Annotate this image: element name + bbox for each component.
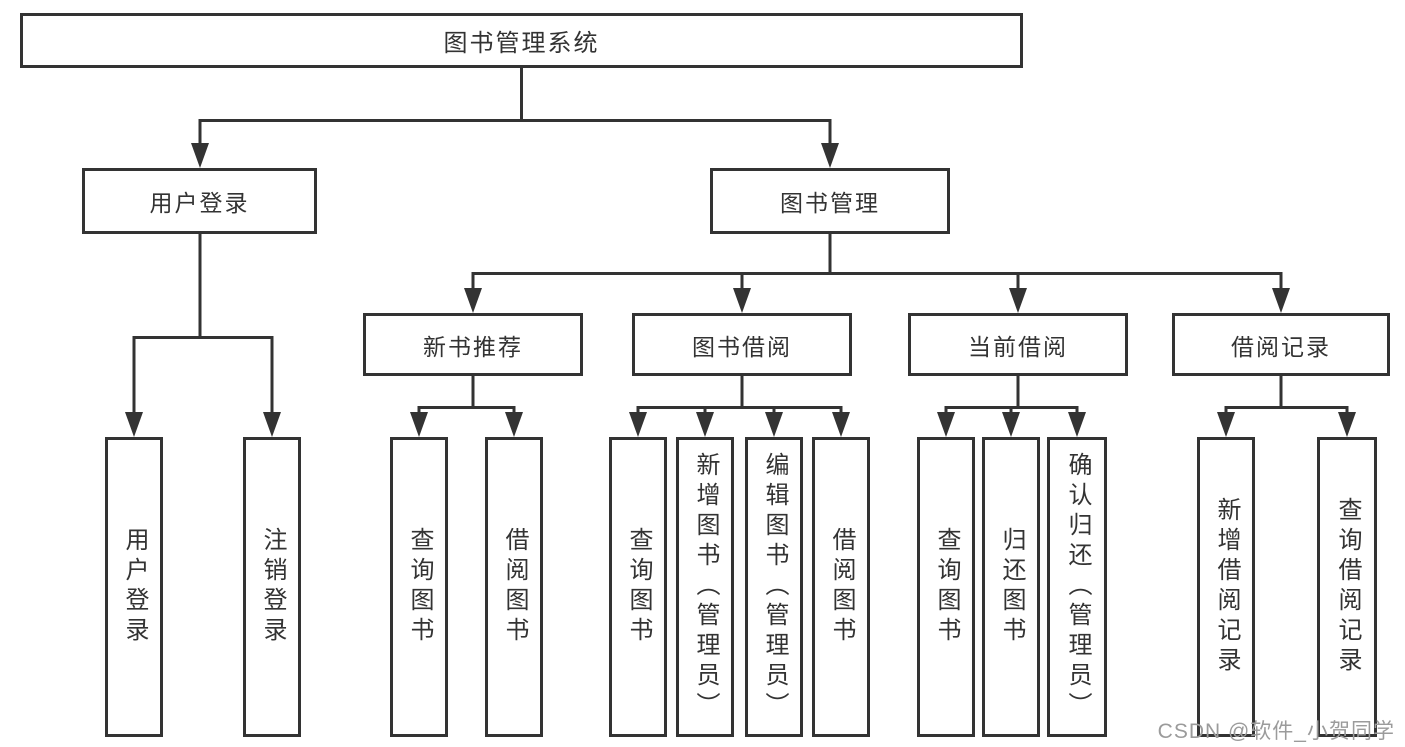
leaf-query-books-recommend: 查询图书	[390, 437, 448, 737]
node-borrow-records-label: 借阅记录	[1231, 333, 1331, 360]
node-current-borrowing-label: 当前借阅	[968, 333, 1068, 360]
leaf-query-books-borrowing: 查询图书	[609, 437, 667, 737]
leaf-borrow-books-borrowing: 借阅图书	[812, 437, 870, 737]
leaf-return-books: 归还图书	[982, 437, 1040, 737]
leaf-borrow-books-recommend: 借阅图书	[485, 437, 543, 737]
leaf-confirm-return-admin: 确认归还（管理员）	[1047, 437, 1107, 737]
node-book-management-module: 图书管理	[710, 168, 950, 234]
node-borrow-records: 借阅记录	[1172, 313, 1390, 376]
leaf-edit-books-admin: 编辑图书（管理员）	[745, 437, 803, 737]
leaf-query-books-current: 查询图书	[917, 437, 975, 737]
node-new-book-recommend: 新书推荐	[363, 313, 583, 376]
watermark: CSDN @软件_小贺同学	[1157, 720, 1395, 743]
leaf-user-login: 用户登录	[105, 437, 163, 737]
node-new-book-recommend-label: 新书推荐	[423, 333, 523, 360]
node-user-login-module: 用户登录	[82, 168, 317, 234]
node-user-login-label: 用户登录	[149, 190, 250, 216]
node-root-system: 图书管理系统	[20, 13, 1023, 68]
leaf-add-books-admin: 新增图书（管理员）	[676, 437, 734, 737]
node-book-management-label: 图书管理	[780, 190, 880, 216]
leaf-add-borrow-record: 新增借阅记录	[1197, 437, 1255, 737]
leaf-query-borrow-record: 查询借阅记录	[1317, 437, 1377, 737]
leaf-logout: 注销登录	[243, 437, 301, 737]
node-book-borrowing: 图书借阅	[632, 313, 852, 376]
node-root-label: 图书管理系统	[443, 30, 600, 57]
node-current-borrowing: 当前借阅	[908, 313, 1128, 376]
node-book-borrowing-label: 图书借阅	[692, 333, 792, 360]
